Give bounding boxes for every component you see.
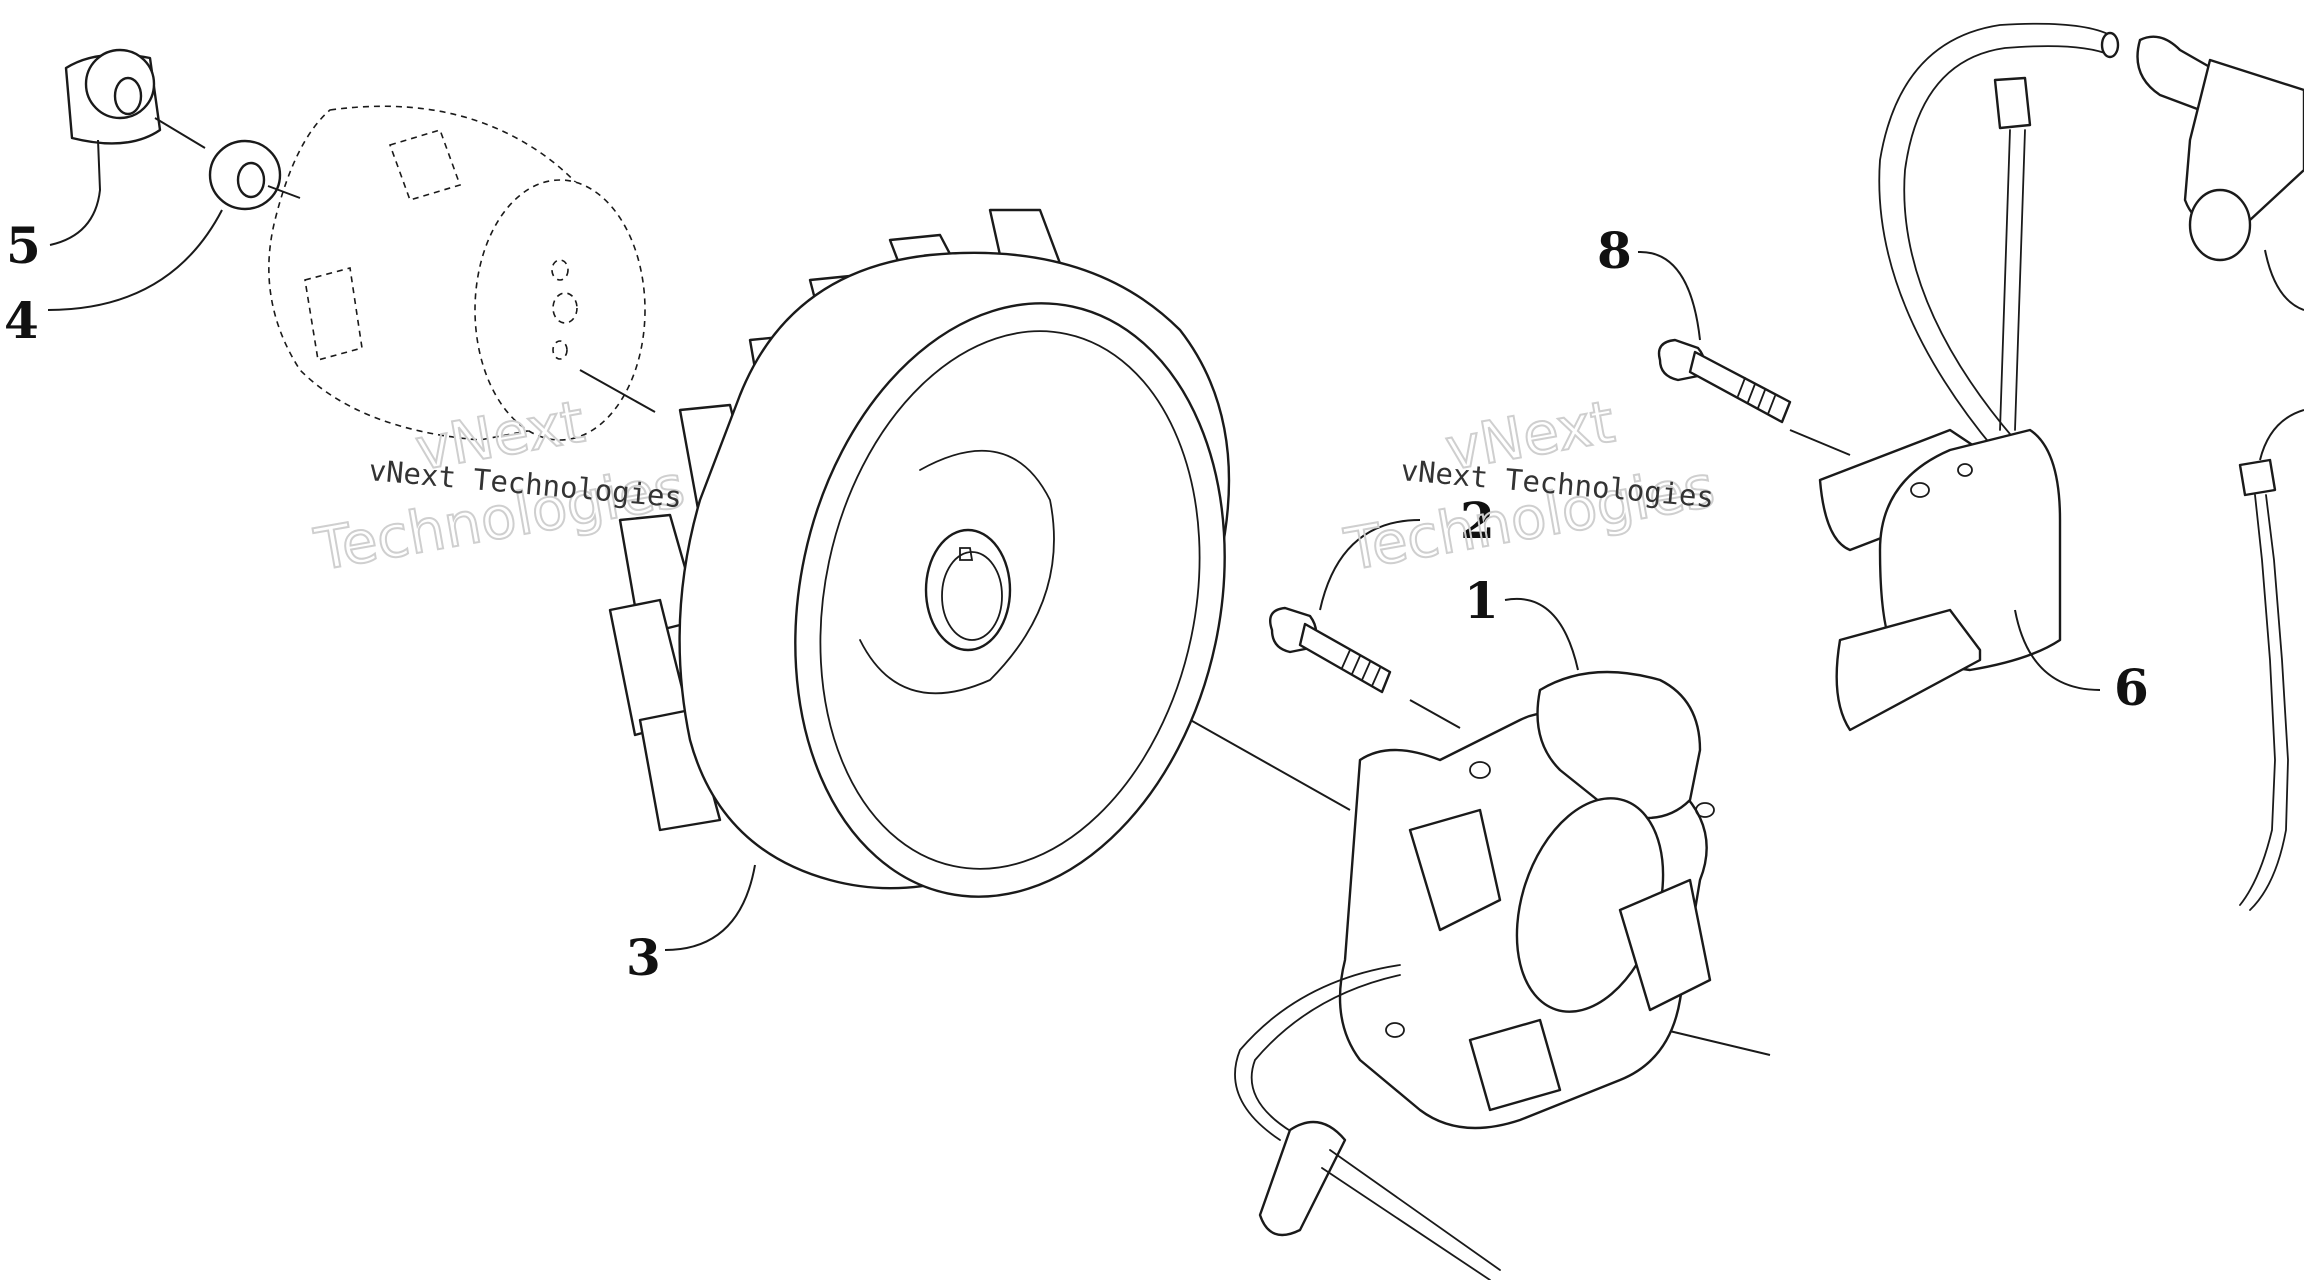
part-6-ignition-coil bbox=[1818, 22, 2120, 732]
leader-1 bbox=[1504, 597, 1579, 671]
part-2-bolt bbox=[1268, 606, 1392, 694]
leader-8 bbox=[1637, 250, 1701, 341]
leader-5 bbox=[49, 139, 102, 246]
leader-6 bbox=[2014, 609, 2101, 691]
phantom-hub-outline bbox=[268, 105, 646, 441]
part-8-bolt bbox=[1657, 338, 1792, 424]
leader-2 bbox=[1319, 519, 1421, 611]
spark-plug-cap bbox=[2136, 35, 2304, 262]
axis-line-7 bbox=[1789, 429, 1851, 456]
axis-line-3 bbox=[579, 369, 656, 413]
callout-3: 3 bbox=[626, 928, 661, 987]
callout-5: 5 bbox=[6, 216, 41, 275]
axis-line-6 bbox=[1409, 699, 1461, 729]
leader-right-upper bbox=[2264, 249, 2304, 311]
callout-1: 1 bbox=[1464, 571, 1499, 630]
callout-8: 8 bbox=[1597, 221, 1632, 280]
watermark-right: vNext Technologies vNext Technologies bbox=[1339, 386, 1721, 585]
part-4-washer bbox=[208, 139, 282, 211]
cable-tie bbox=[2238, 458, 2289, 911]
callout-6: 6 bbox=[2114, 658, 2149, 717]
leader-3 bbox=[664, 864, 756, 951]
part-1-stator bbox=[1234, 670, 1715, 1280]
callout-2: 2 bbox=[1460, 491, 1495, 550]
axis-line-2 bbox=[267, 185, 301, 199]
part-5-nut bbox=[64, 48, 162, 145]
axis-line-1 bbox=[154, 117, 206, 149]
callout-4: 4 bbox=[4, 291, 39, 350]
leader-4 bbox=[47, 209, 223, 311]
part-3-flywheel bbox=[608, 208, 1231, 898]
leader-right-lower bbox=[2259, 409, 2304, 461]
